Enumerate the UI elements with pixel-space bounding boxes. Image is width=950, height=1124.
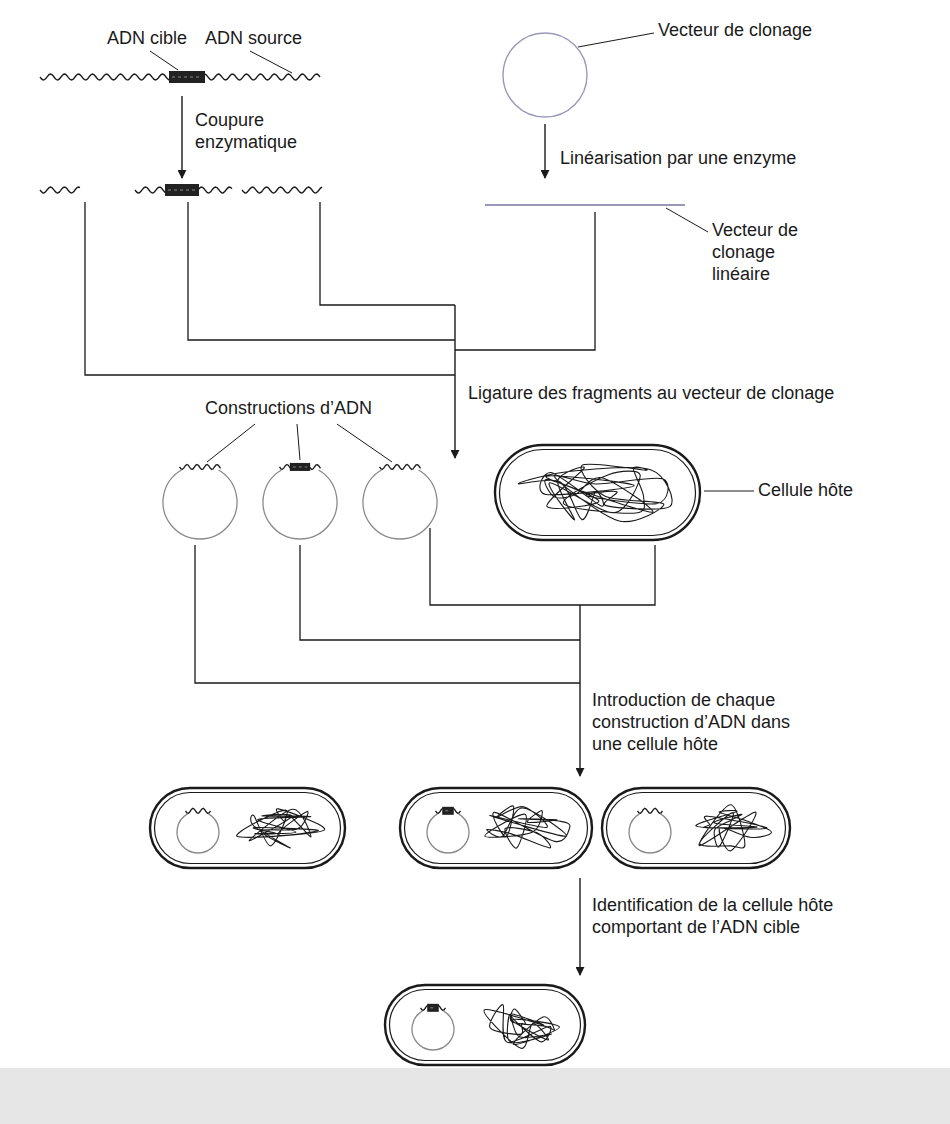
target-dna [165,184,199,196]
part-label: ADN cible [107,28,187,50]
cloning-vector [503,33,587,117]
leader-line [578,33,654,47]
cell-membrane [607,793,786,864]
cell-membrane [390,990,581,1061]
leader-line [666,208,708,232]
leader-line [150,51,178,70]
merge-line [430,528,580,605]
target-dna-hatch [172,77,202,78]
step-arrow [579,878,580,975]
leader-line [704,491,754,492]
part-label: Constructions d’ADN [205,398,372,420]
chromosome [485,806,570,848]
step-label: Identification de la cellule hôte compor… [592,895,892,939]
cell-wall [385,985,585,1065]
merge-line [455,212,595,350]
merge-line [300,545,580,640]
cell-membrane [405,793,588,864]
cell-membrane [155,793,341,864]
linear-vector [485,204,685,206]
target-dna-hatch [430,1007,436,1008]
target-dna [427,1004,439,1012]
part-label: Vecteur de clonage [658,20,812,42]
plasmid-vector [629,814,671,853]
cell-wall [150,788,345,868]
leader-line [250,51,292,73]
target-dna [169,71,205,83]
dna-insert [186,808,211,813]
leader-line [297,424,300,460]
merge-line [188,202,455,340]
target-dna-hatch [168,190,196,191]
chromosome [696,805,772,851]
cell-membrane [500,450,696,536]
part-label: Cellule hôte [758,480,853,502]
plasmid-vector [412,1011,454,1050]
chromosome [518,464,672,522]
merge-line [195,545,580,683]
target-dna [442,807,454,815]
plasmid-vector [263,470,337,539]
target-dna-hatch [445,810,451,811]
leader-line [337,424,392,462]
plasmid-vector [363,470,437,539]
step-arrow [181,96,182,178]
plasmid-vector [163,470,237,539]
dna-insert [380,464,421,469]
dna-insert [180,464,221,469]
step-arrow [579,605,580,776]
leader-line [207,424,255,462]
step-label: Linéarisation par une enzyme [560,148,796,170]
step-arrow [454,305,455,458]
cell-wall [602,788,790,868]
ground-band [0,1068,950,1124]
step-label: Ligature des fragments au vecteur de clo… [468,383,834,405]
cell-wall [400,788,592,868]
dna-insert [638,808,663,813]
plasmid-vector [427,814,469,853]
dna-fragment [242,187,322,193]
step-arrow [544,124,545,178]
merge-line [85,202,455,375]
chromosome [484,1005,559,1049]
chromosome [237,809,325,848]
step-label: Introduction de chaque construction d’AD… [592,690,804,756]
cell-wall [495,445,700,540]
merge-line [320,202,455,305]
merge-line [580,545,655,605]
part-label: ADN source [205,28,302,50]
step-label: Coupure enzymatique [195,110,305,154]
target-dna-hatch [293,466,307,467]
target-dna [290,463,310,471]
part-label: Vecteur de clonage linéaire [712,220,804,286]
dna-fragment [40,187,80,193]
plasmid-vector [177,814,219,853]
